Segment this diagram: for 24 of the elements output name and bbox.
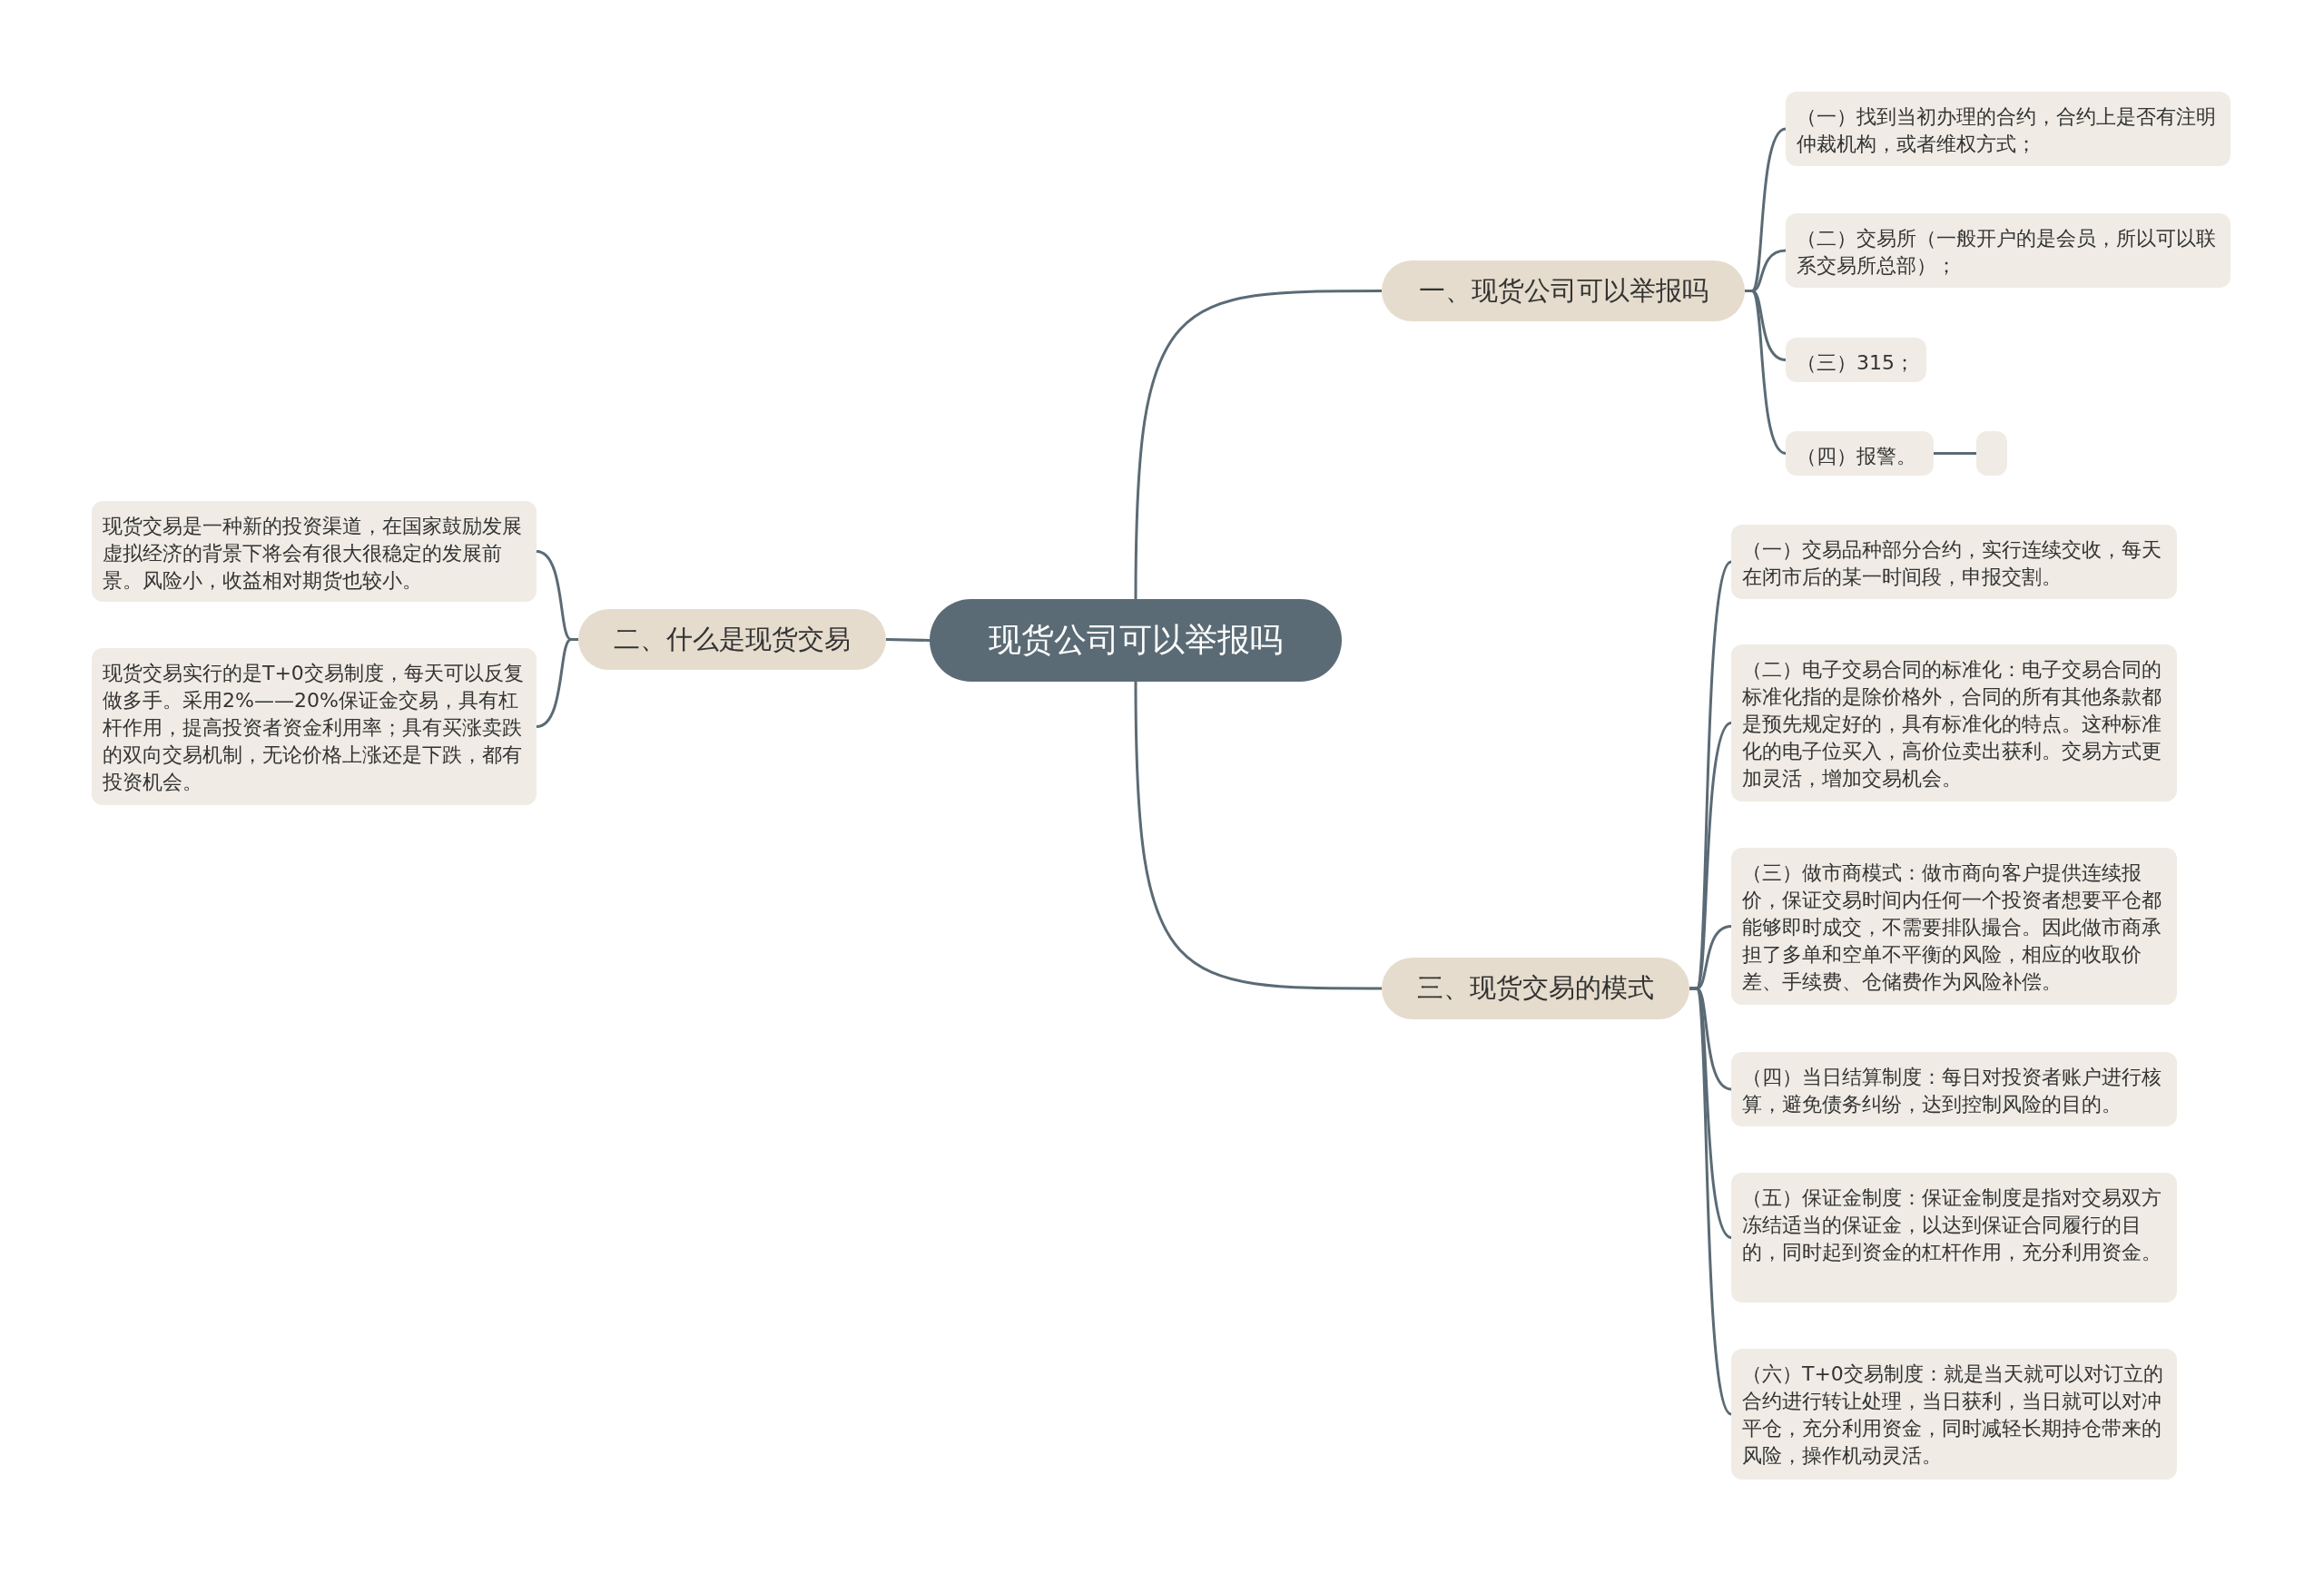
text-card: 现货交易实行的是T+0交易制度，每天可以反复做多手。采用2%——20%保证金交易，具有杠杆作用，提高投资者资金利用率；具有买涨卖跌的双向交易机制，无论价格上涨还是下跌，都有投资机会。 (92, 648, 537, 805)
text-card: （五）保证金制度：保证金制度是指对交易双方冻结适当的保证金，以达到保证合同履行的目的，同时起到资金的杠杆作用，充分利用资金。 (1731, 1173, 2177, 1303)
text-card: （六）T+0交易制度：就是当天就可以对订立的合约进行转让处理，当日获利，当日就可以对冲平仓，充分利用资金，同时减轻长期持仓带来的风险，操作机动灵活。 (1731, 1349, 2177, 1480)
text-card: （二）交易所（一般开户的是会员，所以可以联系交易所总部）； (1786, 213, 2230, 288)
connector-line (885, 638, 931, 642)
empty-box (1976, 431, 2007, 476)
connector-line (1934, 452, 1976, 455)
text-card: （一）找到当初办理的合约，合约上是否有注明仲裁机构，或者维权方式； (1786, 92, 2230, 166)
text-card: （四）当日结算制度：每日对投资者账户进行核算，避免债务纠纷，达到控制风险的目的。 (1731, 1052, 2177, 1126)
text-card: （三）做市商模式：做市商向客户提供连续报价，保证交易时间内任何一个投资者想要平仓都能够即时成交，不需要排队撮合。因此做市商承担了多单和空单不平衡的风险，相应的收取价差、手续费、仓储费作为风险补偿。 (1731, 848, 2177, 1005)
branch-topic: 二、什么是现货交易 (578, 609, 886, 670)
branch-topic: 一、现货公司可以举报吗 (1382, 261, 1745, 321)
text-card: （二）电子交易合同的标准化：电子交易合同的标准化指的是除价格外，合同的所有其他条款都是预先规定好的，具有标准化的特点。这种标准化的电子位买入，高价位卖出获利。交易方式更加灵活，增加交易机会。 (1731, 644, 2177, 801)
central-topic: 现货公司可以举报吗 (930, 599, 1342, 682)
connector-line (536, 638, 578, 728)
text-card: 现货交易是一种新的投资渠道，在国家鼓励发展虚拟经济的背景下将会有很大很稳定的发展前景。风险小，收益相对期货也较小。 (92, 501, 537, 602)
connector-line (1134, 290, 1382, 599)
connector-line (1689, 987, 1733, 1415)
text-card: （一）交易品种部分合约，实行连续交收，每天在闭市后的某一时间段，申报交割。 (1731, 525, 2177, 599)
branch-topic: 三、现货交易的模式 (1382, 958, 1689, 1019)
text-card: （四）报警。 (1786, 431, 1934, 476)
connector-line (1134, 682, 1382, 990)
connector-line (1745, 290, 1787, 455)
text-card: （三）315； (1786, 338, 1926, 382)
